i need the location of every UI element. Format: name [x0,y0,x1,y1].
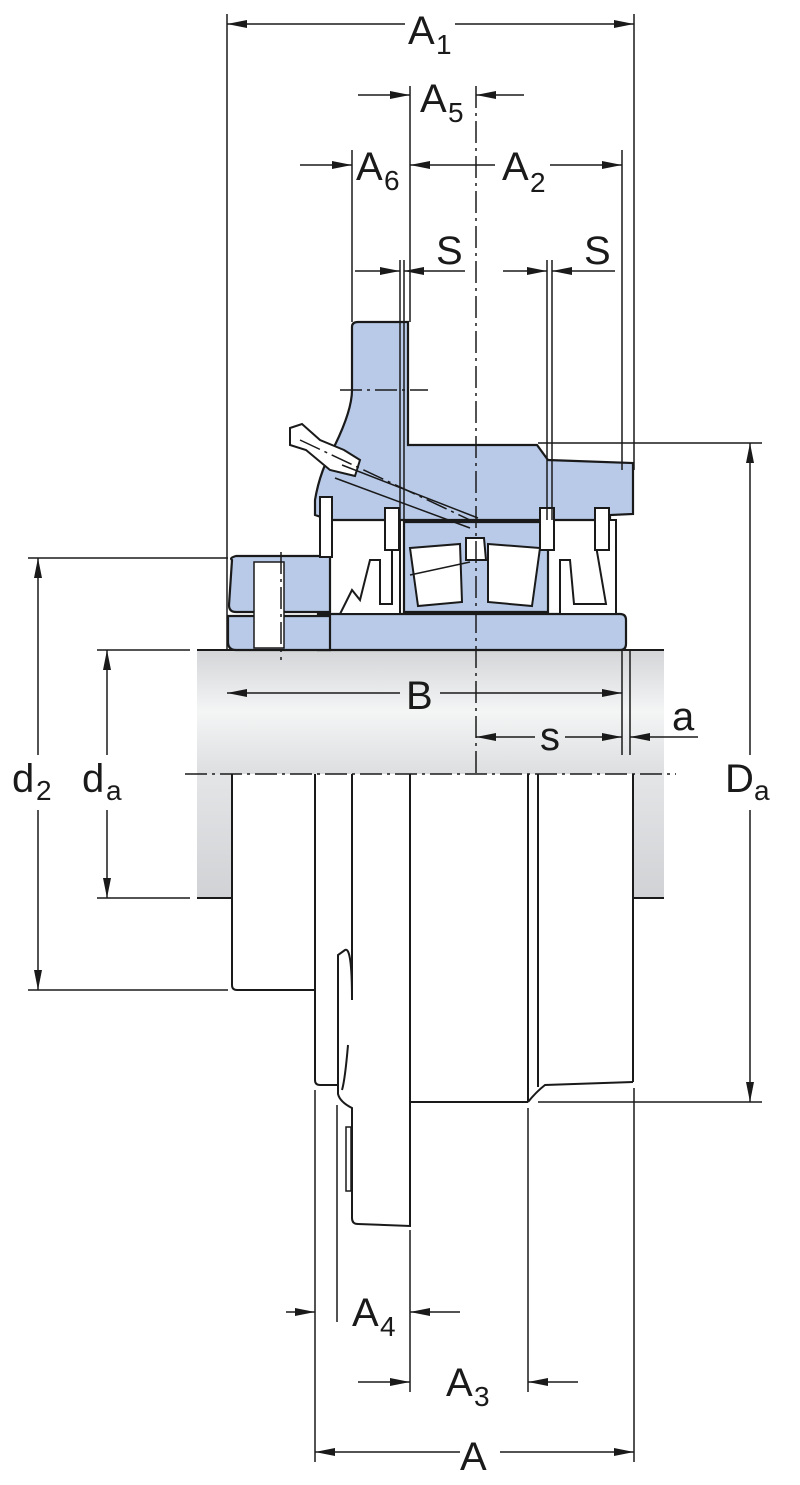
locknut-thread [253,552,285,660]
label-S-left: S [436,229,463,273]
label-A3: A 3 [446,1361,490,1412]
svg-text:2: 2 [36,775,52,806]
label-B: B [406,674,433,718]
label-s: s [540,715,560,759]
label-A2: A 2 [502,145,546,198]
extension-lines [28,14,762,1462]
svg-text:A: A [352,1291,379,1335]
svg-text:a: a [754,775,770,806]
svg-text:d: d [12,757,34,801]
housing-flange-outline [231,774,634,1228]
dimension-lines [34,19,754,1456]
svg-text:2: 2 [530,167,546,198]
label-da: d a [82,757,122,806]
label-A5: A 5 [420,77,464,128]
label-a: a [672,695,695,739]
label-A4: A 4 [352,1291,396,1342]
label-d2: d 2 [12,757,52,806]
svg-text:1: 1 [436,29,452,60]
label-A6: A 6 [356,145,400,196]
svg-text:A: A [446,1361,473,1405]
grease-nipple [289,422,479,529]
svg-text:5: 5 [448,97,464,128]
shaft [185,649,676,899]
svg-text:a: a [106,775,122,806]
svg-text:A: A [502,145,529,189]
svg-text:4: 4 [380,1311,396,1342]
label-A1: A 1 [408,9,452,60]
svg-text:d: d [82,757,104,801]
bearing-rollers [408,537,542,608]
svg-text:D: D [725,757,754,801]
svg-text:A: A [420,77,447,121]
svg-text:A: A [356,145,383,189]
label-A: A [460,1435,487,1479]
seals [319,496,617,615]
svg-text:A: A [408,9,435,53]
label-Da: D a [725,757,770,806]
label-S-right: S [584,229,611,273]
svg-text:3: 3 [474,1381,490,1412]
svg-text:6: 6 [384,165,400,196]
